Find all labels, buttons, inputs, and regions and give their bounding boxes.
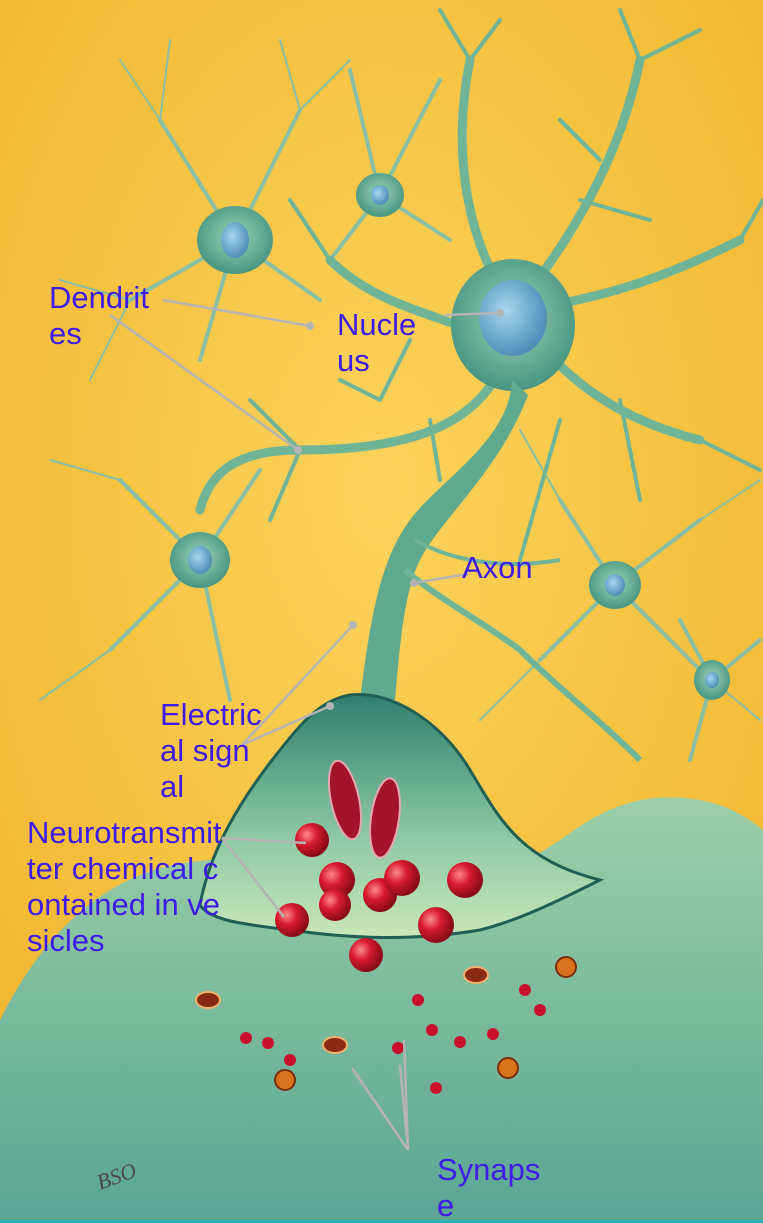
main-soma bbox=[451, 259, 575, 391]
label-nucleus: Nucleus bbox=[337, 307, 427, 379]
main-nucleus bbox=[479, 280, 547, 356]
label-dendrites: Dendrites bbox=[49, 280, 149, 352]
label-synapse: Synapse bbox=[437, 1152, 552, 1223]
label-axon: Axon bbox=[462, 550, 582, 586]
label-neurotransmitter: Neurotransmitter chemical contained in v… bbox=[27, 815, 222, 959]
label-electrical-signal: Electrical signal bbox=[160, 697, 265, 805]
